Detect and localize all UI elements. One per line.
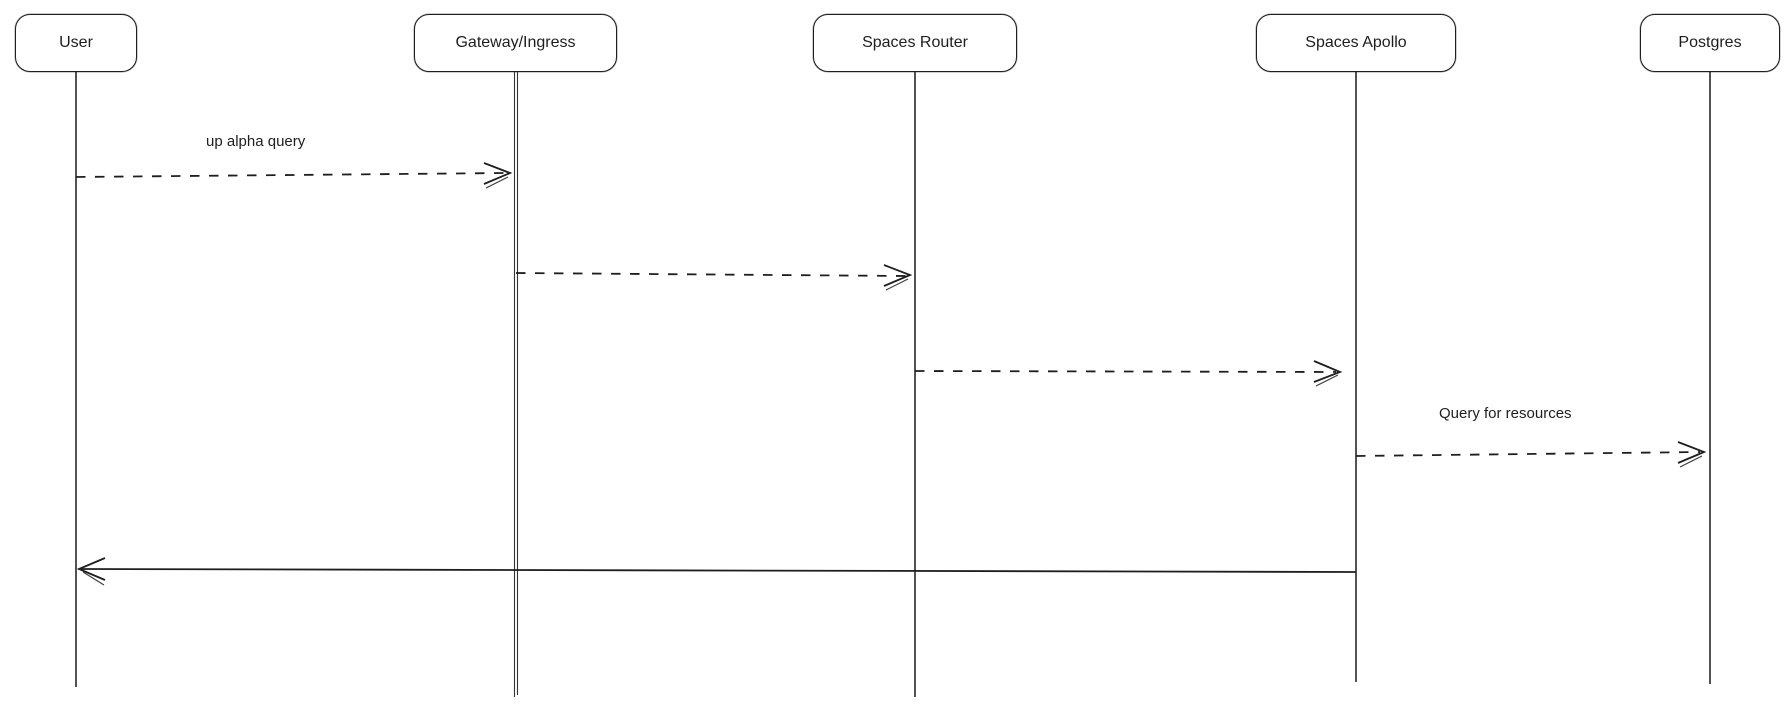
actor-user: User (15, 14, 137, 72)
lifeline-gateway-ingress (513, 67, 519, 697)
actor-spaces-router-label: Spaces Router (862, 34, 968, 51)
message-label-query-for-resources: Query for resources (1439, 405, 1572, 422)
message-arrow-return-to-user (76, 557, 1357, 586)
message-label-up-alpha-query: up alpha query (206, 133, 306, 150)
actor-spaces-router: Spaces Router (813, 14, 1017, 72)
actor-postgres: Postgres (1640, 14, 1780, 72)
message-arrow-router-to-apollo (914, 360, 1343, 387)
actor-postgres-label: Postgres (1678, 34, 1742, 51)
message-arrow-query-for-resources (1355, 441, 1707, 468)
actor-user-label: User (59, 34, 93, 51)
message-arrow-gateway-to-router (515, 264, 913, 291)
actor-gateway-ingress-label: Gateway/Ingress (455, 34, 576, 51)
actor-gateway-ingress: Gateway/Ingress (414, 14, 617, 72)
actor-spaces-apollo: Spaces Apollo (1256, 14, 1456, 72)
message-arrow-up-alpha-query (75, 162, 513, 189)
actor-spaces-apollo-label: Spaces Apollo (1305, 34, 1407, 51)
